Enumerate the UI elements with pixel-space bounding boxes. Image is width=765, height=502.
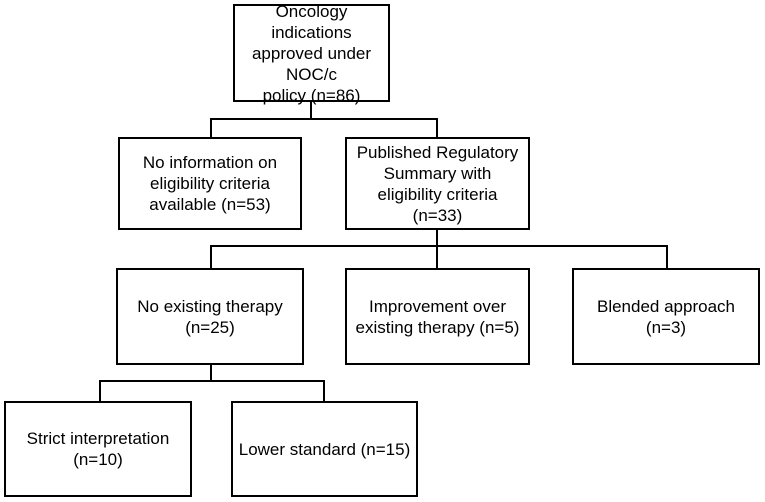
connector-level4-bar: [99, 380, 325, 382]
connector-root-stem: [310, 101, 312, 119]
node-no-existing-therapy: No existing therapy (n=25): [116, 268, 304, 365]
connector-to-no-existing: [210, 245, 212, 269]
connector-to-improvement: [436, 245, 438, 269]
connector-to-lower: [323, 380, 325, 402]
node-lower-standard: Lower standard (n=15): [231, 401, 418, 497]
node-strict-interpretation: Strict interpretation (n=10): [4, 401, 192, 497]
connector-to-no-info: [210, 118, 212, 138]
connector-root-bar: [210, 118, 438, 120]
connector-to-blended: [666, 245, 668, 269]
node-blended-approach: Blended approach (n=3): [572, 268, 760, 365]
node-no-existing-therapy-label: No existing therapy (n=25): [137, 296, 283, 337]
connector-no-existing-stem: [210, 364, 212, 381]
node-published-summary: Published Regulatory Summary with eligib…: [345, 137, 530, 230]
node-no-information: No information on eligibility criteria a…: [118, 137, 302, 230]
node-lower-standard-label: Lower standard (n=15): [238, 439, 411, 459]
connector-to-strict: [99, 380, 101, 402]
connector-published-stem: [436, 229, 438, 246]
node-root: Oncology indications approved under NOC/…: [233, 2, 390, 105]
node-no-information-label: No information on eligibility criteria a…: [142, 153, 278, 214]
connector-level3-bar: [210, 245, 668, 247]
node-blended-approach-label: Blended approach (n=3): [596, 296, 735, 337]
node-strict-interpretation-label: Strict interpretation (n=10): [26, 429, 170, 469]
node-improvement-label: Improvement over existing therapy (n=5): [355, 296, 520, 337]
node-improvement: Improvement over existing therapy (n=5): [345, 268, 530, 365]
connector-to-published: [436, 118, 438, 138]
node-published-summary-label: Published Regulatory Summary with eligib…: [356, 142, 519, 225]
node-root-label: Oncology indications approved under NOC/…: [251, 1, 372, 105]
